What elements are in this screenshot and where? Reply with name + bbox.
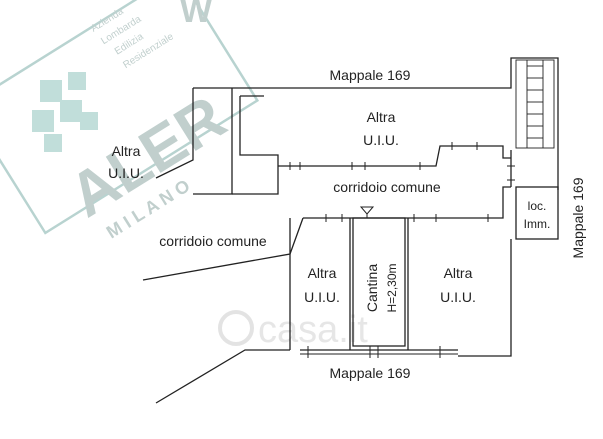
wall-bottom-diagonal [155,349,290,404]
label-imm: Imm. [524,217,551,231]
aler-logo-icon [32,72,98,152]
walls [142,57,559,404]
cantina-room [352,217,406,347]
casa-mark: casa.it [258,309,368,351]
label-altra-mid-1: Altra [308,265,337,281]
watermark-corner-letter: W [180,0,213,30]
casa-watermark: casa.it [218,309,368,351]
label-altra-right-2: U.I.U. [440,289,476,305]
wall-right-lower [458,239,512,357]
labels: Mappale 169 Mappale 169 Mappale 169 Altr… [108,67,586,381]
wall-corridor-entry [232,96,279,195]
wall-top-boundary [193,57,559,150]
label-cantina-height: H=2,30m [385,263,399,312]
label-altra-left-2: U.I.U. [108,165,144,181]
door-markers [289,142,515,358]
wall-corridor-north [278,145,511,167]
wall-corridor-lower-left [142,217,304,281]
label-mappale-right: Mappale 169 [570,177,586,258]
label-altra-right-1: Altra [444,265,473,281]
loc-imm-room [515,186,559,240]
label-altra-left-1: Altra [112,143,141,159]
label-altra-top-2: U.I.U. [363,132,399,148]
label-cantina: Cantina [364,264,380,312]
label-mappale-top: Mappale 169 [330,67,411,83]
level-marker-icon [359,206,375,218]
label-corridoio-lower: corridoio comune [159,233,267,249]
label-mappale-bottom: Mappale 169 [330,365,411,381]
aler-watermark: ALER M I L A N O Azienda Lombarda Ediliz… [0,0,260,242]
watermark-frame [0,0,260,235]
label-corridoio-upper: corridoio comune [333,179,441,195]
casa-logo-icon [218,310,254,346]
label-altra-top-1: Altra [367,109,396,125]
wall-left-diagonal [155,88,194,179]
label-loc: loc. [528,199,547,213]
stair-block [515,59,555,149]
label-altra-mid-2: U.I.U. [304,289,340,305]
